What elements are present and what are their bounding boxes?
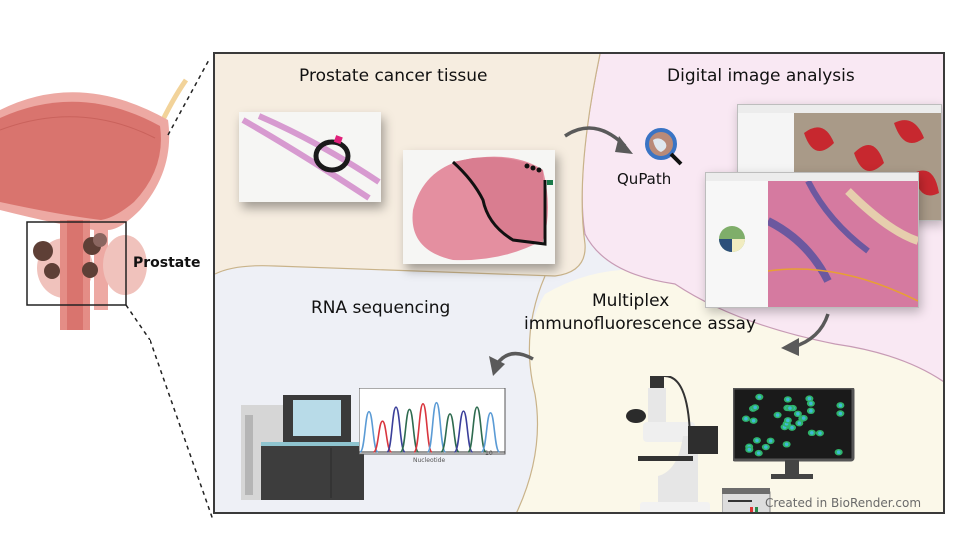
- panel-title-rna: RNA sequencing: [311, 298, 451, 318]
- cell-nucleus: [747, 447, 752, 452]
- chromatogram-peak: [467, 406, 487, 453]
- resection-tissue: [412, 156, 553, 261]
- prostate-label: Prostate: [133, 255, 201, 271]
- cell-nucleus: [796, 412, 800, 416]
- cell-nucleus: [786, 418, 790, 423]
- biopsy-cores: [241, 113, 381, 201]
- zoom-connector-lower: [150, 340, 214, 521]
- qupath-logo-icon: [645, 128, 683, 166]
- cell-nucleus: [818, 431, 822, 435]
- zoom-connector-bottom: [125, 304, 151, 340]
- tumor-outline: [451, 160, 547, 246]
- qupath-window-front: [705, 172, 919, 308]
- chromatogram-peak: [359, 410, 379, 453]
- bladder-lumen: [0, 101, 161, 220]
- tumor-spot: [44, 263, 60, 279]
- biorender-credit: Created in BioRender.com: [765, 496, 922, 510]
- chromatogram-xlabel: Nucleotide: [413, 457, 446, 464]
- chromatogram-peak: [480, 411, 501, 453]
- cell-nucleus: [775, 413, 780, 417]
- camera-box: [688, 426, 718, 454]
- controller-box: [722, 488, 771, 512]
- panel-title-tissue: Prostate cancer tissue: [299, 66, 488, 86]
- qupath-label: QuPath: [617, 170, 672, 188]
- cell-nucleus: [836, 450, 841, 454]
- chromatogram-peak: [426, 401, 447, 453]
- qupath-pie-chart: [719, 226, 745, 252]
- marker-circle: [313, 139, 351, 173]
- tumor-spot: [82, 262, 98, 278]
- cell-nucleus: [809, 409, 813, 413]
- cell-nucleus: [809, 401, 813, 406]
- resection-slide-image: [403, 150, 555, 264]
- workflow-frame: Prostate cancer tissue Digital image ana…: [213, 52, 945, 514]
- cell-nucleus: [764, 445, 768, 449]
- sequencer-instrument: [241, 395, 364, 500]
- cell-nucleus: [757, 395, 762, 399]
- cell-nucleus: [838, 411, 843, 416]
- sequencer-screen: [293, 400, 341, 436]
- chromatogram-peak: [372, 420, 393, 453]
- chromatogram: [359, 388, 506, 455]
- zoom-box: [26, 221, 127, 306]
- panel-title-mif-line2: immunofluorescence assay: [524, 314, 757, 334]
- cell-nucleus: [755, 438, 759, 443]
- panel-title-digital: Digital image analysis: [667, 66, 855, 86]
- microscope: [626, 376, 718, 512]
- fluorescence-monitor: [733, 388, 855, 479]
- chromatogram-peak: [413, 403, 433, 453]
- cell-nucleus: [790, 425, 794, 430]
- cell-nucleus: [788, 406, 792, 410]
- cell-nucleus: [810, 431, 814, 435]
- cell-nucleus: [797, 421, 802, 426]
- chromatogram-peak: [399, 408, 420, 453]
- cell-nucleus: [786, 397, 790, 402]
- chromatogram-peak: [453, 410, 474, 453]
- panel-title-mif-line1: Multiplex: [592, 291, 670, 311]
- cell-nucleus: [756, 451, 761, 455]
- bladder-prostate-illustration: [0, 60, 210, 340]
- prostate-right-lobe: [103, 235, 147, 295]
- chromatogram-peak: [440, 413, 460, 453]
- biopsy-slide-image: [239, 112, 381, 202]
- cell-nucleus: [753, 405, 757, 410]
- zoom-connector-top: [167, 60, 210, 136]
- cell-nucleus: [838, 403, 843, 408]
- chromatogram-tick-10: 10: [485, 450, 493, 457]
- cell-nucleus: [744, 416, 748, 421]
- chromatogram-peak: [386, 406, 406, 453]
- cell-nucleus: [801, 416, 806, 420]
- arrow-mif-to-rna: [495, 351, 534, 366]
- cell-nucleus: [768, 439, 773, 443]
- cell-nucleus: [784, 442, 789, 447]
- cell-nucleus: [751, 418, 756, 423]
- tumor-spot: [33, 241, 53, 261]
- cell-nucleus: [807, 396, 812, 401]
- tumor-spot: [93, 233, 107, 247]
